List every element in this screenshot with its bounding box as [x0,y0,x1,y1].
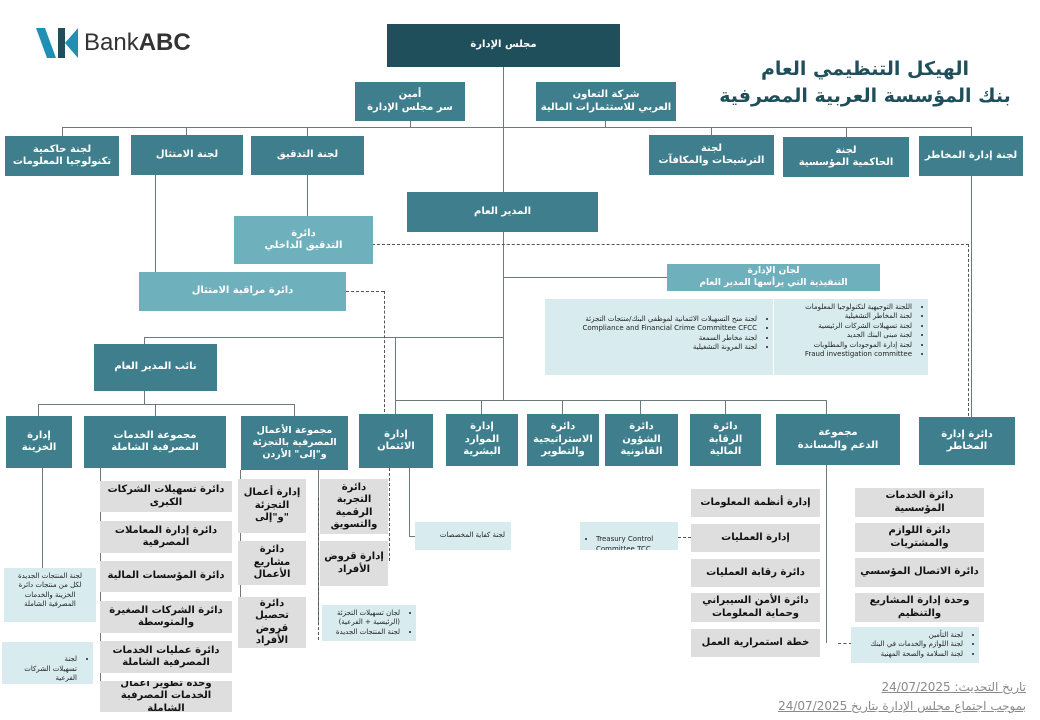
list-item: لجنة مخاطر السمعة [551,334,757,343]
treasury-new-products-note: لجنة المنتجات الجديدة لكل من منتجات دائر… [4,568,96,622]
retail-left-0[interactable]: إدارة أعمال التجزئة و"إلى" [238,479,306,533]
risk-management-department[interactable]: دائرة إدارة المخاطر [919,417,1015,465]
board-secretary[interactable]: أمين سر مجلس الإدارة [355,82,465,121]
support-right-0[interactable]: دائرة الخدمات المؤسسية [855,488,984,517]
support-left-0[interactable]: إدارة أنظمة المعلومات [691,489,820,517]
internal-audit-department[interactable]: دائرة التدقيق الداخلي [234,216,373,264]
strategy-department[interactable]: دائرة الاستراتيجية والتطوير [527,414,599,466]
retail-banking-group[interactable]: مجموعة الأعمال المصرفية بالتجزئة و"إلى" … [241,416,348,470]
chart-title-line2: بنك المؤسسة العربية المصرفية [719,85,1011,107]
deputy-general-manager[interactable]: نائب المدير العام [94,344,217,391]
update-date: تاريخ التحديث: 24/07/2025 [881,680,1027,694]
corporate-governance-committee[interactable]: لجنة الحاكمية المؤسسية [783,137,909,177]
list-item: لجنة إدارة الموجودات والمطلوبات [780,341,912,350]
credit-department[interactable]: إدارة الائتمان [359,414,433,468]
provisions-committee-note: لجنة كفاية المخصصات [415,522,511,550]
executive-committees-list-left: لجنة منح التسهيلات الائتمانية لموظفي الب… [545,299,773,375]
support-left-1[interactable]: إدارة العمليات [691,524,820,552]
cb-child-2[interactable]: دائرة المؤسسات المالية [100,561,232,592]
executive-committees-list-right: اللجنة التوجيهية لتكنولوجيا المعلومات لج… [774,299,928,375]
board-approval-date: بموجب اجتماع مجلس الإدارة بتاريخ 24/07/2… [778,699,1026,713]
support-left-2[interactable]: دائرة رقابة العمليات [691,559,820,587]
comprehensive-banking-group[interactable]: مجموعة الخدمات المصرفية الشاملة [84,416,226,468]
hr-department[interactable]: إدارة الموارد البشرية [446,414,518,466]
list-item: Treasury Control Committee TCC [596,535,672,550]
risk-management-committee[interactable]: لجنة إدارة المخاطر [919,136,1023,176]
board-of-directors[interactable]: مجلس الإدارة [387,24,620,67]
list-item: لجنة المرونة التشغيلية [551,343,757,352]
it-governance-committee[interactable]: لجنة حاكمية تكنولوجيا المعلومات [5,136,119,176]
compliance-committee[interactable]: لجنة الامتثال [131,135,243,175]
retail-right-1[interactable]: إدارة قروض الأفراد [320,541,388,586]
arab-cooperation-company[interactable]: شركة التعاون العربي للاستثمارات المالية [536,82,676,121]
retail-right-0[interactable]: دائرة التجربة الرقمية والتسويق [320,479,388,534]
retail-left-2[interactable]: دائرة تحصيل قروض الأفراد [238,597,306,648]
list-item: لجنة تسهيلات الشركات الرئيسية [780,322,912,331]
treasury-control-committee-note: Treasury Control Committee TCC [580,522,678,550]
list-item: لجنة السلامة والصحة المهنية [857,650,963,659]
list-item: Fraud investigation committee [780,350,912,359]
nominations-committee[interactable]: لجنة الترشيحات والمكافآت [649,135,774,175]
cb-child-3[interactable]: دائرة الشركات الصغيرة والمتوسطة [100,601,232,633]
list-item: لجنة مبنى البنك الجديد [780,331,912,340]
list-item: لجان تسهيلات التجزئة (الرئيسية + الفرعية… [328,609,400,628]
executive-committees[interactable]: لجان الإدارة التنفيذية التي يرأسها المدي… [667,264,880,291]
list-item: لجنة المخاطر التشغيلية [780,312,912,321]
retail-left-1[interactable]: دائرة مشاريع الأعمال [238,541,306,585]
list-item: لجنة المنتجات الجديدة [328,628,400,637]
list-item: لجنة التأمين [857,631,963,640]
cb-child-5[interactable]: وحدة تطوير أعمال الخدمات المصرفية الشامل… [100,681,232,712]
bank-logo: BankABC [36,26,191,60]
support-right-2[interactable]: دائرة الاتصال المؤسسي [855,558,984,587]
treasury-department[interactable]: إدارة الخزينة [6,416,72,468]
cb-child-1[interactable]: دائرة إدارة المعاملات المصرفية [100,521,232,553]
cb-child-4[interactable]: دائرة عمليات الخدمات المصرفية الشاملة [100,641,232,673]
support-group[interactable]: مجموعة الدعم والمساندة [776,414,900,465]
list-item: لجنة اللوازم والخدمات في البنك [857,640,963,649]
audit-committee[interactable]: لجنة التدقيق [251,136,364,175]
list-item: لجنة تسهيلات الشركات الفرعية [8,655,77,683]
chart-title-line1: الهيكل التنظيمي العام [761,58,969,80]
cb-child-0[interactable]: دائرة تسهيلات الشركات الكبرى [100,481,232,512]
support-committees-note: لجنة التأمين لجنة اللوازم والخدمات في ال… [851,627,979,663]
list-item: Compliance and Financial Crime Committee… [551,324,757,333]
logo-text: BankABC [84,29,191,56]
bank-abc-logo-icon [36,28,78,58]
list-item: لجنة منح التسهيلات الائتمانية لموظفي الب… [551,315,757,324]
support-right-1[interactable]: دائرة اللوازم والمشتريات [855,523,984,552]
legal-department[interactable]: دائرة الشؤون القانونية [605,414,678,466]
support-left-3[interactable]: دائرة الأمن السيبراني وحماية المعلومات [691,593,820,622]
general-manager[interactable]: المدير العام [407,192,598,232]
support-right-3[interactable]: وحدة إدارة المشاريع والتنظيم [855,593,984,622]
retail-committees-note: لجان تسهيلات التجزئة (الرئيسية + الفرعية… [322,605,416,641]
subsidiary-facilities-note: لجنة تسهيلات الشركات الفرعية [2,642,93,684]
compliance-monitoring-department[interactable]: دائرة مراقبة الامتثال [139,272,346,311]
support-left-4[interactable]: خطة استمرارية العمل [691,629,820,657]
financial-control-department[interactable]: دائرة الرقابة المالية [690,414,761,466]
list-item: اللجنة التوجيهية لتكنولوجيا المعلومات [780,303,912,312]
